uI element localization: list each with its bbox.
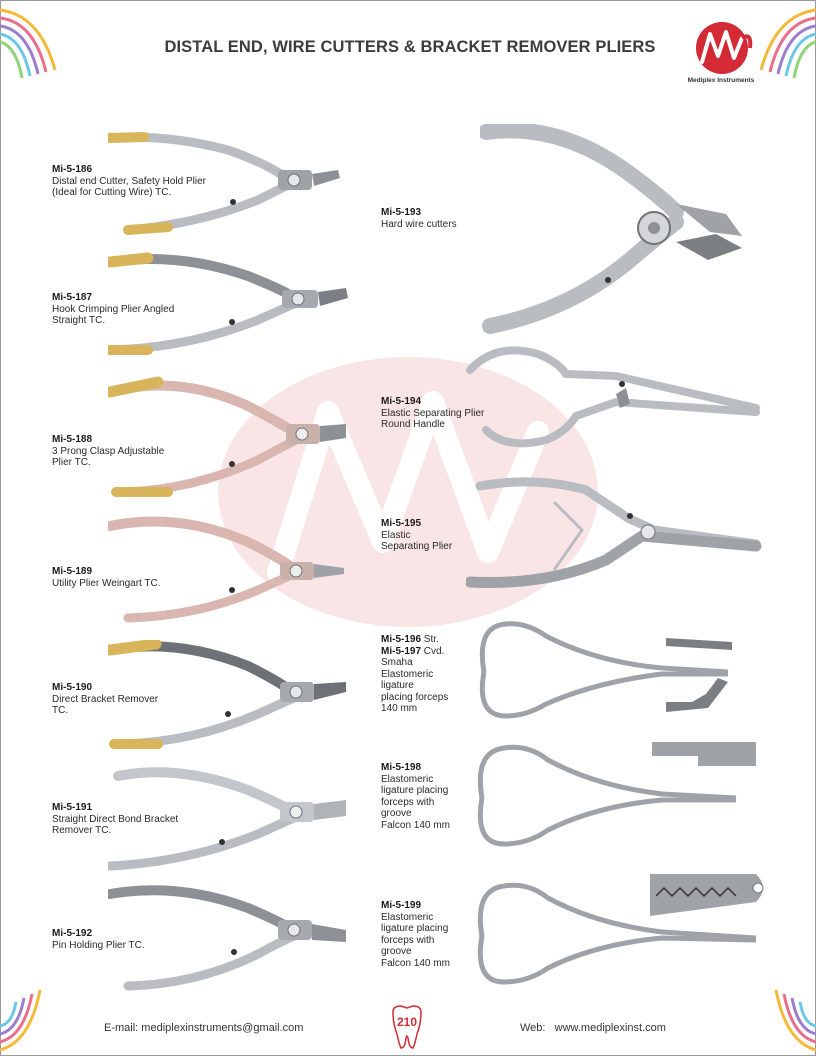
item-code-row: Mi-5-196 Str. (381, 634, 448, 646)
corner-decoration-top-right (759, 8, 816, 79)
item-code: Mi-5-190 (52, 682, 93, 693)
item-mi-5-192: Mi-5-192 Pin Holding Plier TC. (52, 928, 145, 951)
item-code: Mi-5-197 (381, 645, 422, 657)
item-code: Mi-5-194 (381, 396, 422, 407)
item-mi-5-195: Mi-5-195 Elastic Separating Plier (381, 518, 452, 553)
item-description: Hook Crimping Plier Angled Straight TC. (52, 303, 175, 327)
item-code: Mi-5-192 (52, 928, 93, 939)
item-description: Elastic Separating Plier Round Handle (381, 407, 485, 431)
item-code: Mi-5-189 (52, 566, 93, 577)
item-mi-5-189: Mi-5-189 Utility Plier Weingart TC. (52, 566, 161, 589)
plier-image-mi-5-188 (108, 376, 346, 497)
plier-image-mi-5-187 (108, 252, 348, 355)
item-mi-5-190: Mi-5-190 Direct Bracket Remover TC. (52, 682, 158, 717)
item-code: Mi-5-196 (381, 634, 422, 645)
item-description: Hard wire cutters (381, 218, 457, 230)
corner-decoration-bottom-left (0, 989, 42, 1052)
item-code-row: Mi-5-197 Cvd. (381, 646, 448, 658)
page-title: DISTAL END, WIRE CUTTERS & BRACKET REMOV… (164, 38, 656, 56)
item-code: Mi-5-188 (52, 434, 93, 445)
item-description: Distal end Cutter, Safety Hold Plier (Id… (52, 175, 206, 199)
item-mi-5-198: Mi-5-198 Elastomeric ligature placing fo… (381, 762, 450, 831)
corner-decoration-bottom-right (774, 989, 816, 1052)
brand-logo-icon (696, 22, 753, 74)
page-number: 210 (396, 1015, 418, 1029)
item-code: Mi-5-195 (381, 518, 422, 529)
item-description: Utility Plier Weingart TC. (52, 577, 161, 589)
plier-image-mi-5-191 (108, 767, 346, 871)
item-code: Mi-5-193 (381, 207, 422, 218)
item-mi-5-199: Mi-5-199 Elastomeric ligature placing fo… (381, 900, 450, 969)
item-description: Straight Direct Bond Bracket Remover TC. (52, 813, 179, 837)
item-description: Elastomeric ligature placing forceps wit… (381, 773, 450, 831)
item-mi-5-193: Mi-5-193 Hard wire cutters (381, 207, 457, 230)
item-description: Pin Holding Plier TC. (52, 939, 145, 951)
item-code: Mi-5-198 (381, 762, 422, 773)
web-label: Web: (520, 1022, 546, 1034)
plier-image-mi-5-189 (108, 516, 344, 623)
item-mi-5-196-197: Mi-5-196 Str. Mi-5-197 Cvd. Smaha Elasto… (381, 634, 448, 715)
brand-logo-text: Mediplex Instruments (687, 77, 755, 84)
item-code: Mi-5-187 (52, 292, 93, 303)
ligature-forceps-image-mi-5-198 (477, 742, 756, 847)
item-code: Mi-5-191 (52, 802, 93, 813)
email-label: E-mail: (104, 1022, 139, 1034)
item-code: Mi-5-186 (52, 164, 93, 175)
item-mi-5-194: Mi-5-194 Elastic Separating Plier Round … (381, 396, 484, 431)
item-description: 3 Prong Clasp Adjustable Plier TC. (52, 445, 165, 469)
separating-plier-image-mi-5-194 (466, 346, 760, 448)
separating-plier-image-mi-5-195 (466, 477, 762, 588)
item-description: Smaha Elastomeric ligature placing force… (381, 657, 449, 714)
email-link[interactable]: mediplexinstruments@gmail.com (141, 1022, 304, 1034)
corner-decoration-top-left (0, 8, 57, 79)
item-mi-5-191: Mi-5-191 Straight Direct Bond Bracket Re… (52, 802, 178, 837)
ligature-forceps-image-mi-5-196 (479, 621, 732, 719)
web-link[interactable]: www.mediplexinst.com (554, 1022, 666, 1034)
item-description: Elastomeric ligature placing forceps wit… (381, 911, 450, 969)
plier-image-mi-5-190 (108, 640, 346, 749)
ligature-forceps-image-mi-5-199 (477, 874, 764, 985)
item-code-suffix: Str. (421, 634, 439, 645)
item-mi-5-186: Mi-5-186 Distal end Cutter, Safety Hold … (52, 164, 206, 199)
item-code: Mi-5-199 (381, 900, 422, 911)
item-mi-5-188: Mi-5-188 3 Prong Clasp Adjustable Plier … (52, 434, 164, 469)
wire-cutter-image-mi-5-193 (480, 124, 742, 334)
plier-image-mi-5-192 (108, 885, 346, 991)
plier-image-mi-5-186 (108, 132, 340, 235)
tooth-icon (392, 1005, 422, 1049)
item-mi-5-187: Mi-5-187 Hook Crimping Plier Angled Stra… (52, 292, 174, 327)
footer-email: E-mail: mediplexinstruments@gmail.com (104, 1022, 303, 1034)
item-description: Elastic Separating Plier (381, 529, 453, 553)
item-description: Direct Bracket Remover TC. (52, 693, 159, 717)
footer-web: Web: www.mediplexinst.com (520, 1022, 666, 1034)
item-code-suffix: Cvd. (421, 645, 445, 657)
